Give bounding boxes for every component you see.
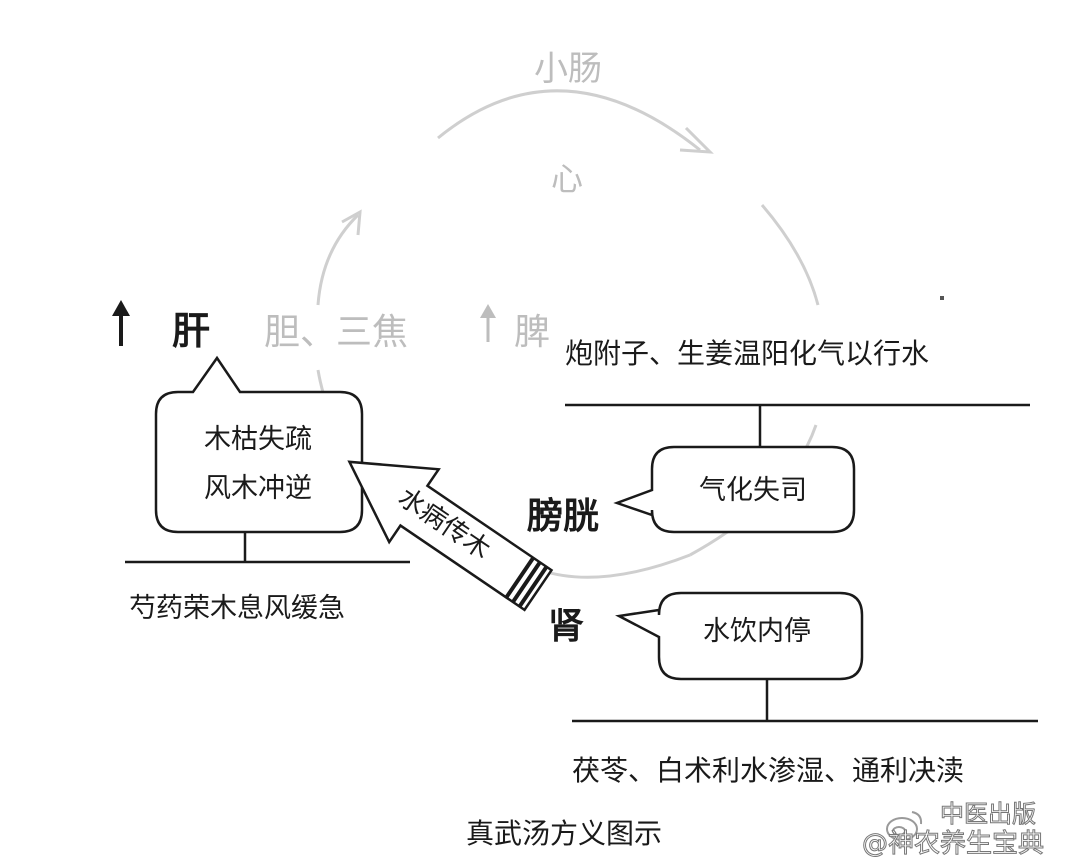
bladder-bubble-text: 气化失司	[699, 475, 807, 506]
cycle-arc-bottom	[539, 553, 691, 579]
transmission-arrow-body	[347, 460, 554, 612]
herb-fuzi-ginger: 炮附子、生姜温阳化气以行水	[565, 337, 929, 370]
kidney-bubble	[615, 591, 864, 681]
transmission-arrow-tail-stripe2	[511, 561, 542, 604]
cycle-arc-top-arrowhead	[679, 126, 714, 154]
transmission-arrow-tail-stripe1	[517, 565, 549, 608]
watermark-line2: @神农养生宝典	[862, 829, 1044, 859]
liver-bubble-line2: 风木冲逆	[204, 473, 312, 504]
organ-small-intestine: 小肠	[534, 49, 602, 89]
bladder-bubble	[613, 445, 856, 534]
transmission-arrow	[347, 460, 554, 612]
organ-liver: 肝	[172, 309, 210, 353]
cycle-arc-right	[760, 204, 820, 306]
cycle-arc-left-arrowhead	[341, 209, 362, 236]
herb-fuling-baizhu: 茯苓、白术利水渗湿、通利决渎	[572, 754, 964, 787]
kidney-bubble-text: 水饮内停	[703, 616, 811, 647]
diagram-title: 真武汤方义图示	[466, 817, 662, 850]
organ-kidney: 肾	[548, 606, 584, 647]
up-arrow-icon-liver	[112, 300, 130, 346]
cycle-arc-left	[316, 213, 360, 306]
watermark-line1: 中医出版	[940, 800, 1036, 828]
herb-shaoyao: 芍药荣木息风缓急	[129, 593, 345, 624]
transmission-arrow-tail-stripe3	[504, 556, 535, 599]
organ-spleen: 脾	[514, 312, 550, 353]
up-arrow-icon-spleen	[480, 304, 496, 342]
small-dot	[940, 296, 944, 300]
cycle-arc-top	[437, 89, 701, 152]
liver-bubble-line1: 木枯失疏	[204, 424, 312, 455]
organ-heart: 心	[551, 160, 583, 198]
weibo-logo-icon	[886, 811, 923, 841]
organ-bladder: 膀胱	[526, 496, 599, 537]
liver-bubble	[154, 355, 364, 534]
organ-gallbladder-sanjiao: 胆、三焦	[264, 312, 408, 353]
